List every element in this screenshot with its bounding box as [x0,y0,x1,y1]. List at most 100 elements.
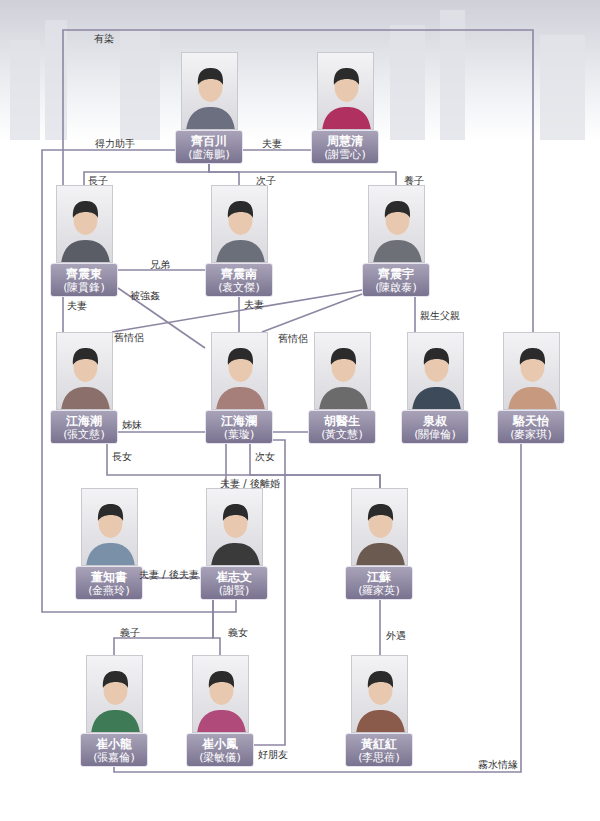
portrait-photo [317,52,374,130]
character-name: 泉叔 [402,414,468,428]
relation-label: 被強姦 [130,290,160,302]
relation-label: 霧水情緣 [478,759,518,771]
portrait-silhouette [352,656,408,733]
character-card: 崔小鳳(梁敏儀) [186,655,254,767]
relation-line [114,444,521,772]
relation-label: 外遇 [386,630,406,642]
name-plate: 董知書(金燕玲) [75,566,143,600]
relation-line [209,164,396,185]
character-name: 齊百川 [176,134,242,148]
actor-name: (盧海鵬) [176,148,242,161]
relation-line [62,297,64,332]
portrait-photo [351,655,408,733]
portrait-silhouette [182,53,238,130]
actor-name: (葉璇) [206,428,272,441]
portrait-silhouette [82,489,138,566]
actor-name: (謝賢) [201,584,267,597]
portrait-photo [211,185,268,263]
character-name: 江海瀾 [206,414,272,428]
relation-label: 有染 [94,33,114,45]
portrait-shoulders [508,387,557,410]
portrait-shoulders [186,107,235,130]
name-plate: 黃紅紅(李思蓓) [345,733,413,767]
actor-name: (張文慈) [51,428,117,441]
portrait-photo [181,52,238,130]
portrait-photo [211,332,268,410]
actor-name: (金燕玲) [76,584,142,597]
relation-label: 次女 [255,451,275,463]
actor-name: (李思蓓) [346,751,412,764]
portrait-hair [384,201,409,218]
relation-line [414,297,416,332]
portrait-photo [206,488,263,566]
portrait-shoulders [197,710,246,733]
portrait-hair [208,671,233,688]
portrait-silhouette [408,333,464,410]
character-name: 駱天怡 [498,414,564,428]
portrait-photo [314,332,371,410]
character-card: 崔小龍(張嘉倫) [80,655,148,767]
actor-name: (梁敏儀) [187,751,253,764]
portrait-silhouette [87,656,143,733]
portrait-photo [407,332,464,410]
portrait-photo [192,655,249,733]
character-name: 周慧清 [312,134,378,148]
relation-label: 夫妻 / 後離婚 [220,478,280,490]
portrait-photo [368,185,425,263]
portrait-photo [503,332,560,410]
relation-line [63,30,533,332]
portrait-shoulders [61,240,110,263]
portrait-hair [197,68,222,85]
portrait-silhouette [212,333,268,410]
character-card: 駱天怡(麥家琪) [497,332,565,444]
portrait-hair [227,348,252,365]
name-plate: 江海瀾(葉璇) [205,410,273,444]
character-card: 齊百川(盧海鵬) [175,52,243,164]
relation-label: 義子 [120,627,140,639]
relation-label: 得力助手 [95,138,135,150]
relation-label: 親生父親 [420,310,460,322]
relation-label: 兄弟 [150,259,170,271]
character-card: 周慧清(謝雪心) [311,52,379,164]
name-plate: 齊百川(盧海鵬) [175,130,243,164]
portrait-photo [56,332,113,410]
portrait-shoulders [216,240,265,263]
portrait-hair [72,201,97,218]
portrait-hair [97,504,122,521]
relation-line [118,431,205,433]
city-backdrop [0,0,600,140]
portrait-silhouette [504,333,560,410]
character-card: 江海瀾(葉璇) [205,332,273,444]
portrait-photo [351,488,408,566]
relation-label: 夫妻 [262,138,282,150]
actor-name: (羅家英) [346,584,412,597]
character-name: 黃紅紅 [346,737,412,751]
relation-label: 舊情侶 [114,332,144,344]
name-plate: 駱天怡(麥家琪) [497,410,565,444]
character-name: 崔小鳳 [187,737,253,751]
character-card: 江海潮(張文慈) [50,332,118,444]
portrait-photo [81,488,138,566]
portrait-silhouette [207,489,263,566]
relation-line [213,600,220,655]
name-plate: 胡醫生(黃文慧) [308,410,376,444]
name-plate: 齊震宇(陳啟泰) [362,263,430,297]
relation-label: 夫妻 [67,300,87,312]
actor-name: (關偉倫) [402,428,468,441]
relation-label: 舊情侶 [278,333,308,345]
portrait-silhouette [315,333,371,410]
portrait-hair [423,348,448,365]
character-name: 齊震南 [206,267,272,281]
actor-name: (陳啟泰) [363,281,429,294]
portrait-shoulders [61,387,110,410]
portrait-hair [519,348,544,365]
name-plate: 齊震東(陳貫鋒) [50,263,118,297]
character-name: 崔志文 [201,570,267,584]
portrait-hair [227,201,252,218]
portrait-shoulders [319,387,368,410]
name-plate: 周慧清(謝雪心) [311,130,379,164]
relation-line [209,164,239,185]
relation-line [262,294,362,332]
